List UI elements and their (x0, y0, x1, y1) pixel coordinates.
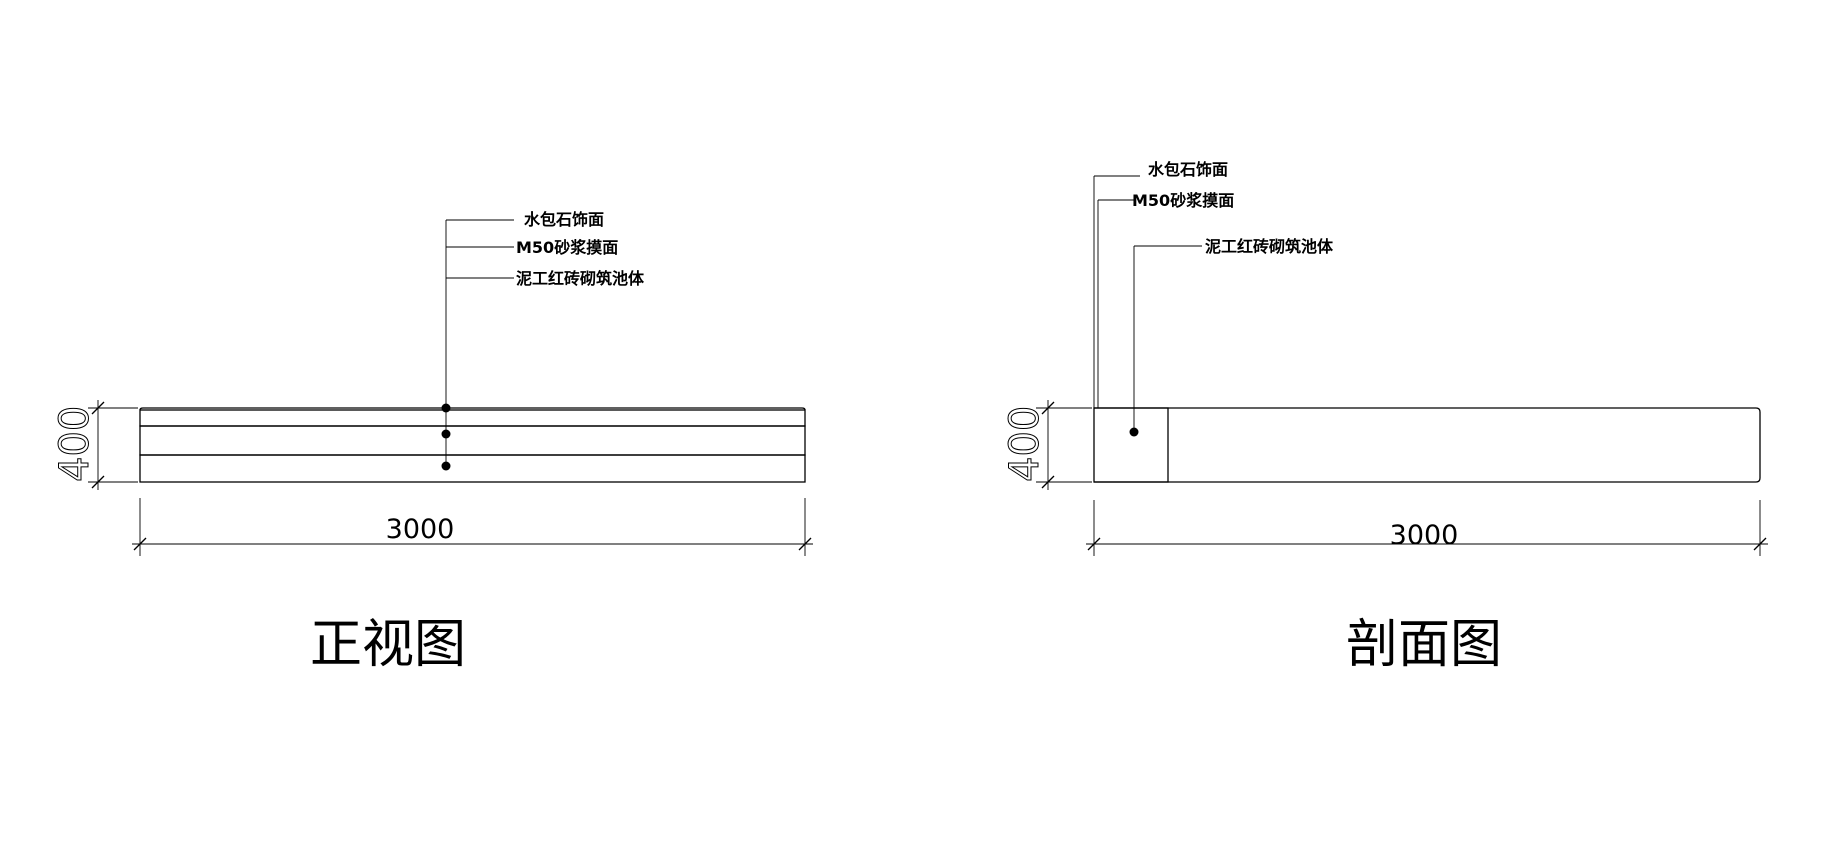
front-callout-dot-3 (441, 461, 451, 471)
front-top-edge (139, 407, 806, 411)
front-callout-finish: 水包石饰面 (524, 210, 604, 229)
section-pool-body (1168, 407, 1761, 483)
section-height-label: 400 (1002, 406, 1048, 482)
section-view-title: 剖面图 (1346, 615, 1502, 675)
section-view: 400 3000 水包石饰面 M50砂浆摸面 泥工红砖砌筑池体 剖面图 (1002, 160, 1768, 675)
section-width-dimension: 3000 (1086, 500, 1768, 556)
section-height-dimension: 400 (1002, 400, 1092, 490)
front-height-dimension: 400 (52, 400, 138, 490)
front-brick-layer (139, 454, 806, 483)
front-mortar-layer (139, 425, 806, 456)
section-callout-brick: 泥工红砖砌筑池体 (1205, 237, 1334, 256)
front-callout-dot-2 (441, 429, 451, 439)
front-view-title: 正视图 (310, 615, 466, 675)
section-brick-wall (1093, 407, 1169, 483)
front-view: 400 3000 水包石饰面 M50砂浆摸面 泥工红砖砌筑池体 正视图 (52, 210, 813, 675)
front-callout-dot-1 (441, 403, 451, 413)
front-finish-layer (139, 409, 806, 427)
section-callouts: 水包石饰面 M50砂浆摸面 泥工红砖砌筑池体 (1093, 160, 1334, 437)
front-callout-mortar: M50砂浆摸面 (516, 238, 618, 257)
section-width-label: 3000 (1390, 520, 1459, 551)
section-callout-dot (1129, 427, 1139, 437)
section-callout-mortar: M50砂浆摸面 (1132, 191, 1234, 210)
section-callout-finish: 水包石饰面 (1148, 160, 1228, 179)
front-width-dimension: 3000 (132, 498, 813, 556)
front-height-label: 400 (52, 406, 98, 482)
front-callouts: 水包石饰面 M50砂浆摸面 泥工红砖砌筑池体 (441, 210, 645, 471)
front-width-label: 3000 (386, 514, 455, 545)
front-callout-brick: 泥工红砖砌筑池体 (516, 269, 645, 288)
